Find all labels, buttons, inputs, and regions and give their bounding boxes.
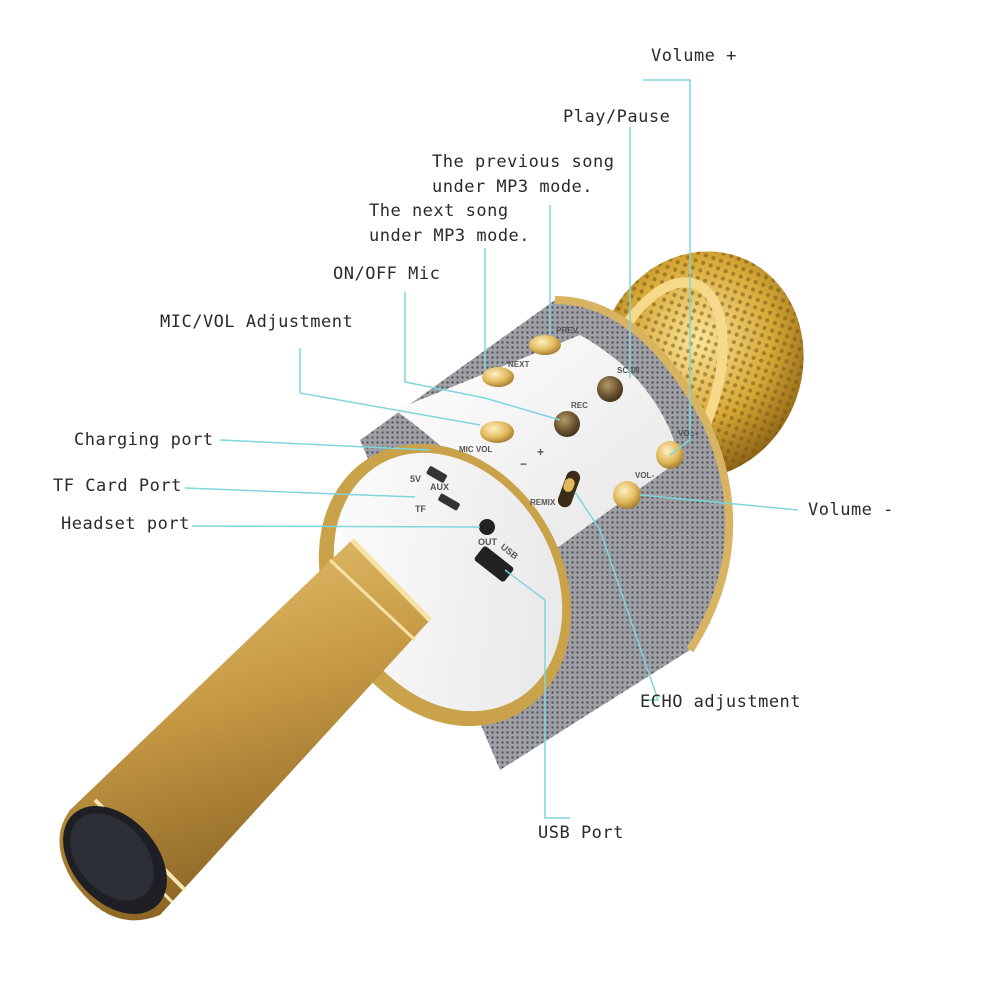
port-tf: TF — [415, 493, 460, 514]
callout-tf-card-port: TF Card Port — [53, 476, 182, 496]
svg-text:MIC VOL: MIC VOL — [459, 445, 492, 454]
callout-play-pause: Play/Pause — [563, 107, 671, 127]
svg-text:AUX: AUX — [430, 482, 449, 492]
port-headset: OUT — [478, 519, 498, 547]
next-button[interactable]: NEXT — [482, 360, 529, 387]
leader-lines — [184, 79, 799, 819]
svg-text:REMIX: REMIX — [530, 498, 556, 507]
svg-text:VOL-: VOL- — [635, 471, 654, 480]
svg-text:5V: 5V — [410, 474, 421, 484]
svg-text:REC: REC — [571, 401, 588, 410]
callout-mic-vol: MIC/VOL Adjustment — [160, 312, 354, 332]
echo-slider[interactable]: REMIX — [530, 469, 582, 509]
callout-next-song-line1: The next song — [369, 201, 509, 221]
callout-previous-song-line1: The previous song — [432, 152, 615, 172]
callout-usb-port: USB Port — [538, 823, 624, 843]
svg-text:TF: TF — [415, 504, 426, 514]
svg-text:NEXT: NEXT — [508, 360, 529, 369]
svg-text:+: + — [537, 445, 544, 459]
callout-charging-port: Charging port — [74, 430, 214, 450]
callout-volume-down: Volume - — [808, 500, 894, 520]
volume-down-button[interactable]: VOL- — [613, 471, 654, 509]
callout-echo: ECHO adjustment — [640, 692, 802, 712]
callout-volume-up: Volume + — [651, 46, 737, 66]
svg-text:SCAN: SCAN — [617, 366, 640, 375]
svg-text:VOL+: VOL+ — [678, 429, 699, 438]
prev-button[interactable]: PREV — [529, 326, 578, 355]
svg-text:PREV: PREV — [556, 326, 578, 335]
callout-next-song-line2: under MP3 mode. — [369, 226, 531, 246]
callout-previous-song-line2: under MP3 mode. — [432, 177, 594, 197]
svg-text:−: − — [520, 457, 527, 471]
svg-text:OUT: OUT — [478, 537, 498, 547]
port-charging: 5V AUX — [410, 466, 449, 492]
callout-headset-port: Headset port — [61, 514, 190, 534]
mic-vol-button[interactable]: MIC VOL − + — [459, 421, 544, 471]
play-pause-button[interactable]: SCAN — [597, 366, 640, 402]
callout-on-off-mic: ON/OFF Mic — [333, 264, 441, 284]
handle — [59, 538, 432, 921]
rec-button[interactable]: REC — [554, 401, 588, 437]
